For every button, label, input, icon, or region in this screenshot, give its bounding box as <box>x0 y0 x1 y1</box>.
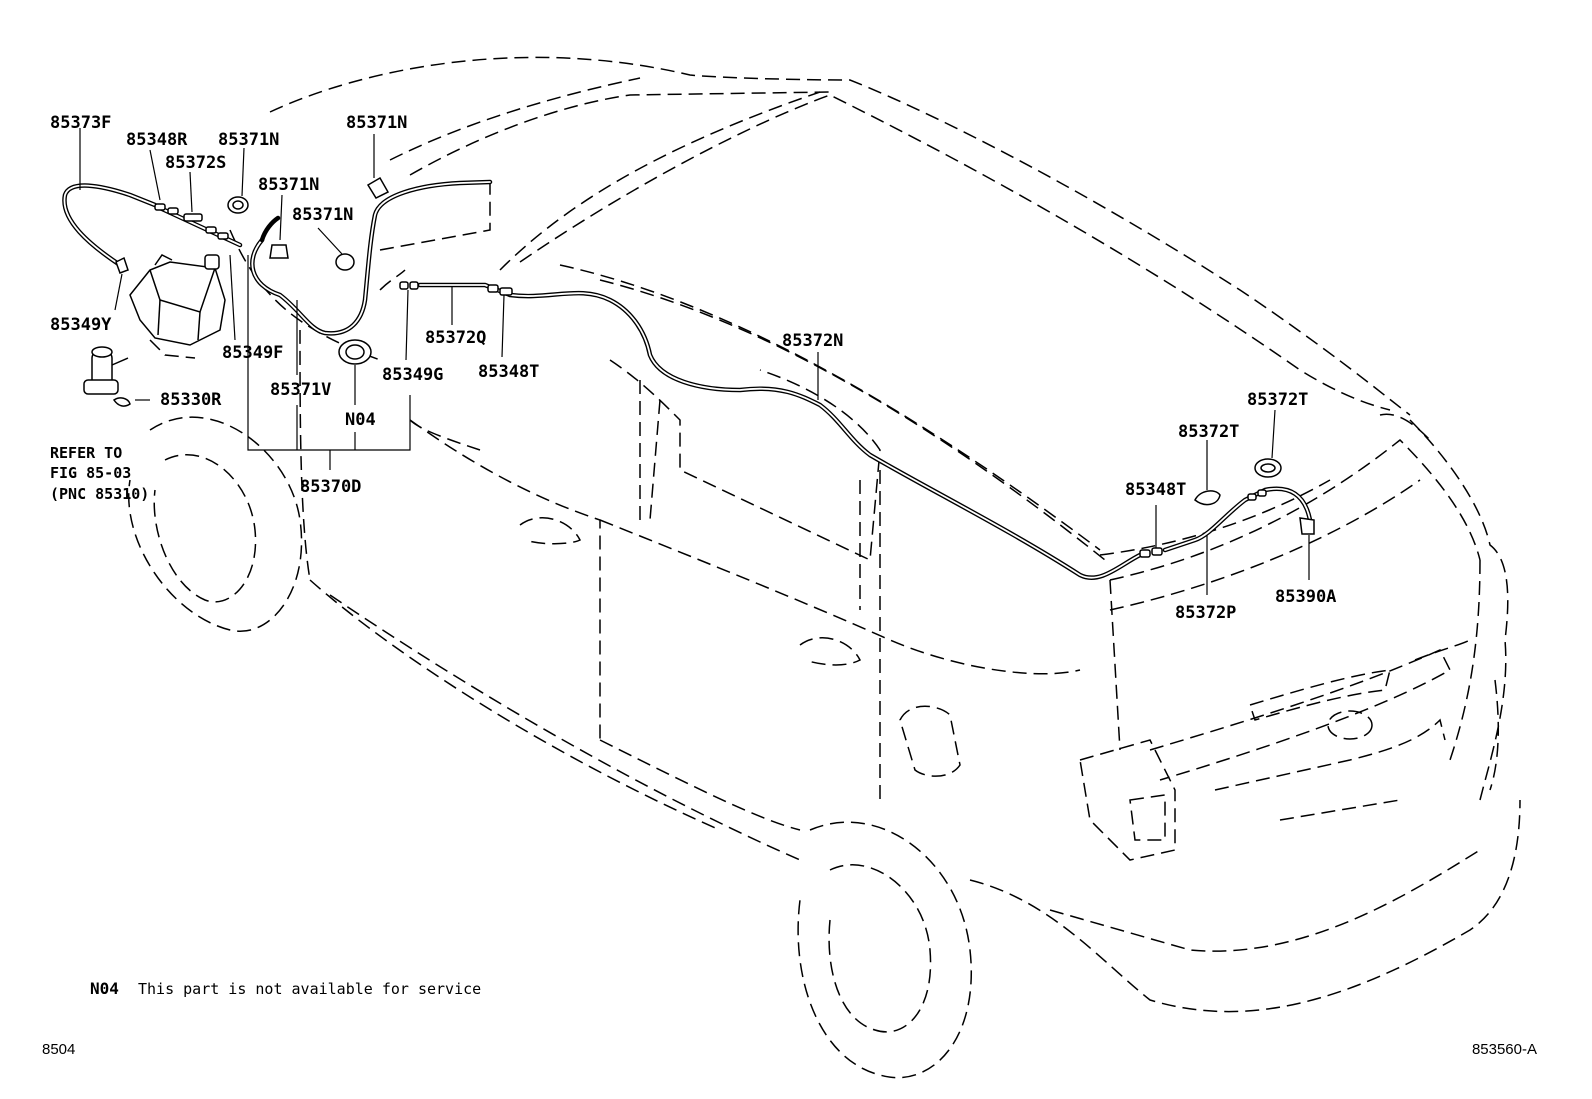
footnote-text: This part is not available for service <box>138 980 481 998</box>
label-85372T-2: 85372T <box>1178 422 1239 442</box>
refer-line-2: FIG 85-03 <box>50 464 131 482</box>
grommet-85330R <box>112 397 131 407</box>
label-85349F: 85349F <box>222 343 283 363</box>
figure-number: 8504 <box>42 1041 75 1058</box>
clip-85371N-3 <box>335 253 355 271</box>
label-85373F: 85373F <box>50 113 111 133</box>
label-85348T-1: 85348T <box>478 362 539 382</box>
label-85371V: 85371V <box>270 380 331 400</box>
joint-85348T <box>499 287 513 296</box>
washer-hoses <box>62 179 1313 580</box>
clip-85371N-2 <box>269 244 289 259</box>
label-85372T-1: 85372T <box>1247 390 1308 410</box>
vehicle-outline <box>128 56 1521 1079</box>
parts <box>83 176 1315 558</box>
label-85348T-2: 85348T <box>1125 480 1186 500</box>
joint-85349G <box>409 281 419 290</box>
part-labels: 85373F 85348R 85372S 85371N 85371N 85371… <box>50 113 1336 623</box>
refer-line-1: REFER TO <box>50 444 122 462</box>
label-85390A: 85390A <box>1275 587 1336 607</box>
refer-note: REFER TO FIG 85-03 (PNC 85310) <box>50 444 149 503</box>
clip-85371N-4 <box>366 176 390 199</box>
washer-tank <box>129 261 226 346</box>
label-N04: N04 <box>345 410 376 430</box>
label-85348R: 85348R <box>126 130 188 150</box>
refer-line-3: (PNC 85310) <box>50 485 149 503</box>
joint-85348R <box>154 203 166 211</box>
label-85372P: 85372P <box>1175 603 1236 623</box>
footnote-code: N04 <box>90 979 119 998</box>
label-85330R: 85330R <box>160 390 222 410</box>
illustration-code: 853560-A <box>1472 1041 1537 1058</box>
label-85371N-1: 85371N <box>218 130 279 150</box>
joint-85372S <box>183 213 203 222</box>
label-85370D: 85370D <box>300 477 361 497</box>
joint-85349Y <box>115 256 129 274</box>
label-85372Q: 85372Q <box>425 328 486 348</box>
label-85371N-3: 85371N <box>292 205 353 225</box>
grommet-85372T-1 <box>1194 490 1221 506</box>
label-85371N-2: 85371N <box>258 175 319 195</box>
label-85372S: 85372S <box>165 153 226 173</box>
footnote: N04 This part is not available for servi… <box>90 979 481 998</box>
joint-85348T-rear <box>1151 547 1163 556</box>
label-85349G: 85349G <box>382 365 443 385</box>
rear-washer-nozzle <box>1299 517 1315 535</box>
label-85372N: 85372N <box>782 331 843 351</box>
label-85371N-4: 85371N <box>346 113 407 133</box>
leader-lines <box>79 128 1310 595</box>
label-85349Y: 85349Y <box>50 315 112 335</box>
